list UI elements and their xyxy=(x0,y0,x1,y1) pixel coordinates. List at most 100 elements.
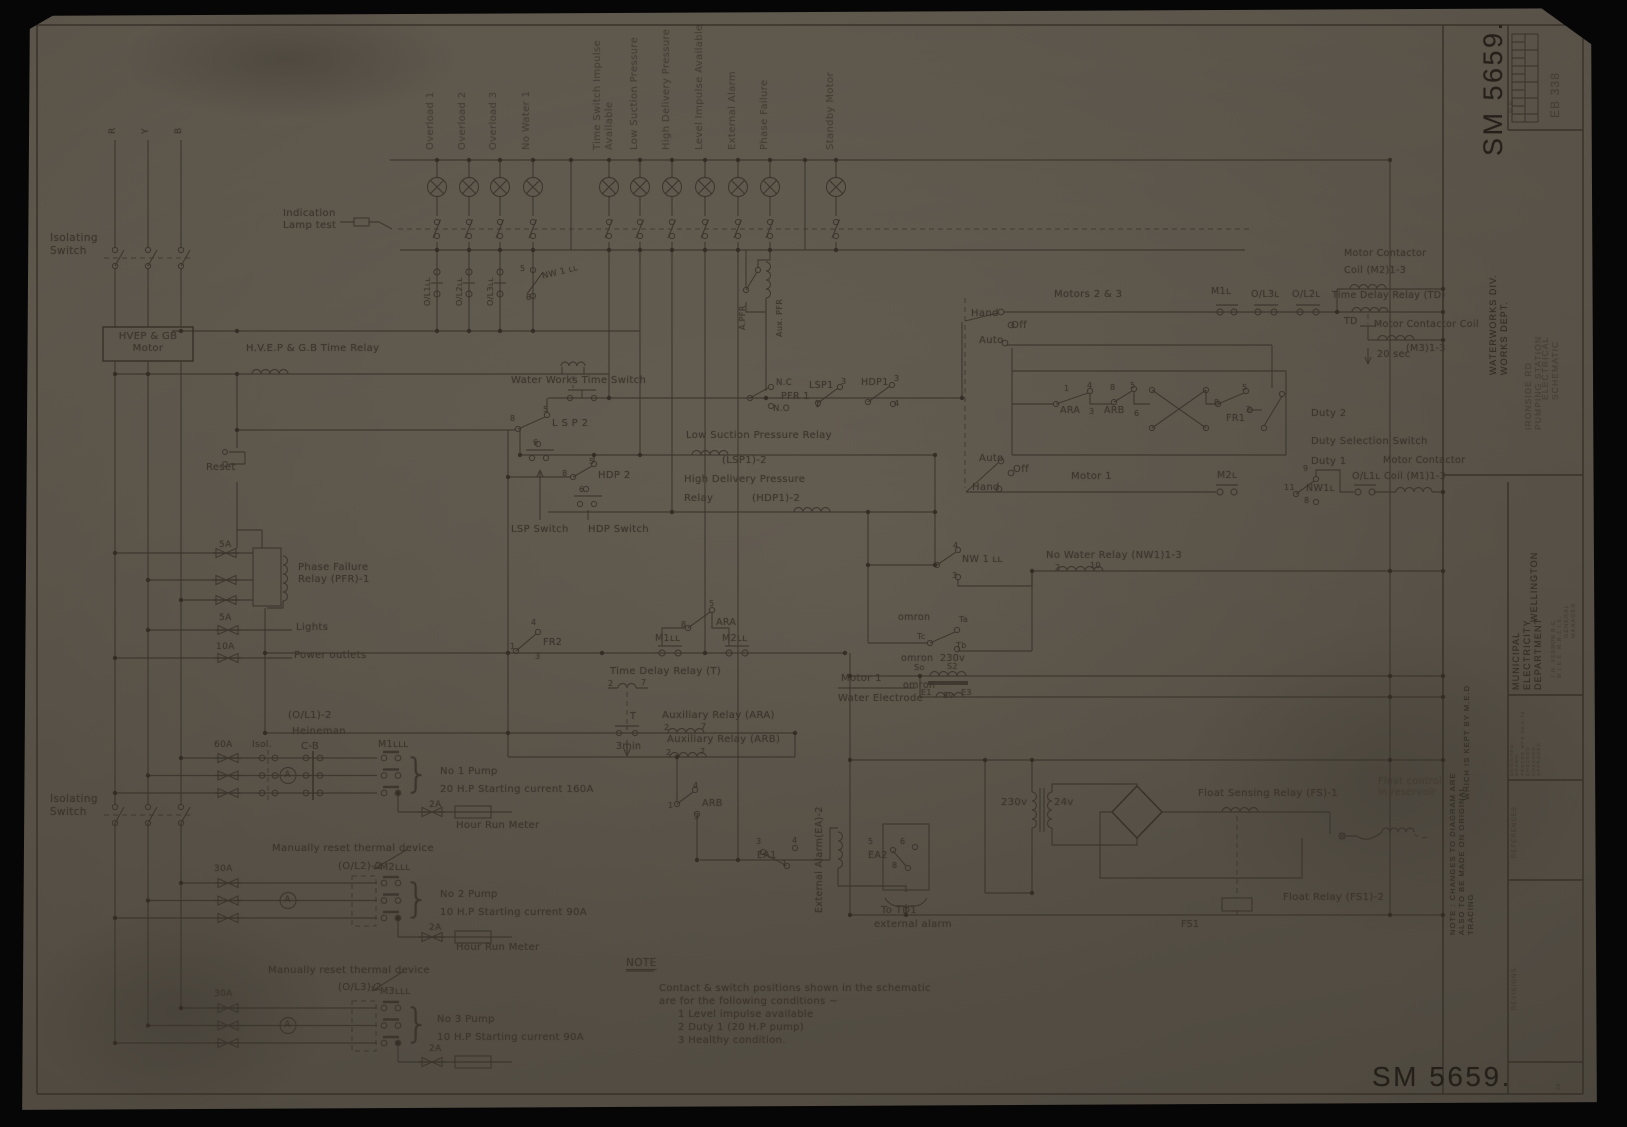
arb-contact: ARB xyxy=(702,798,723,809)
general-manager: GENERAL MANAGER xyxy=(1564,602,1577,638)
nw1l-11: 11 xyxy=(1284,483,1295,492)
aux-relay-arb: Auxiliary Relay (ARB) xyxy=(667,734,781,745)
electrode-8v: 8v xyxy=(943,691,954,700)
nw1ll-contact: NW 1 ʟʟ xyxy=(962,554,1003,565)
ol1-2: (O/L1)-2 xyxy=(288,710,332,721)
lsp-switch: LSP Switch xyxy=(511,524,569,535)
fr1-2: 2 xyxy=(1246,405,1252,414)
dss-4: 4 xyxy=(1087,381,1093,390)
pfr1-no: N.O xyxy=(773,404,790,414)
m1l-contact: M1ʟ xyxy=(1211,286,1232,297)
brace-3: } xyxy=(404,1001,430,1047)
fuse-2a-2: 2A xyxy=(429,923,442,933)
fuse-5a-lights: 5A xyxy=(219,613,232,623)
fr1-5: 5 xyxy=(1242,383,1248,392)
time-delay-relay-t: Time Delay Relay (T) xyxy=(610,666,722,677)
hdp2-contact: HDP 2 xyxy=(598,470,631,481)
drawing-number-top: SM 5659. xyxy=(1478,20,1508,156)
dss-8: 8 xyxy=(1110,383,1116,392)
hdp-relay-name-2: Relay xyxy=(684,493,714,504)
ara-upper-contact: ARA xyxy=(716,617,737,628)
motor-1-line: Motor 1 xyxy=(1071,471,1112,482)
electrode-e3: E3 xyxy=(961,688,972,697)
ea2-contact: EA2 xyxy=(868,850,888,861)
omron-3: omron xyxy=(903,680,936,691)
title-block-rows: DESIGNED DRAWN TRACED MFS 20.3.73 CHECKE… xyxy=(1509,710,1541,776)
m1-contactor: M1ʟʟʟ xyxy=(378,739,409,750)
hdp2-8: 8 xyxy=(562,469,568,478)
hdp1-3: 3 xyxy=(894,374,900,383)
motor-contactor-m1-1: Motor Contactor xyxy=(1383,455,1466,466)
hdp1-contact: HDP1 xyxy=(861,377,889,388)
references: REFERENCES xyxy=(1512,805,1518,858)
lamp-label-standby-motor: Standby Motor xyxy=(825,72,836,150)
pfr1-contact: PFR 1 xyxy=(781,391,810,402)
m3-1-3: (M3)1-3 xyxy=(1406,343,1446,354)
fuse-2a-3: 2A xyxy=(429,1044,442,1054)
lamp-label-low-suction: Low Suction Pressure xyxy=(629,36,640,150)
ara-upper-8: 8 xyxy=(681,620,687,629)
omron-s2: S2 xyxy=(947,662,958,671)
tdr-7: 7 xyxy=(641,678,647,687)
lamp-label-no-water-1: No Water 1 xyxy=(521,90,532,150)
omron-tc: Tc xyxy=(917,632,926,641)
dss-3: 3 xyxy=(1089,407,1095,416)
ea1-3: 3 xyxy=(756,837,762,846)
m2ll-contact: M2ʟʟ xyxy=(722,633,748,644)
note-line-2: are for the following conditions ~ xyxy=(659,996,838,1007)
drawing-number-bottom: SM 5659. xyxy=(1372,1061,1512,1092)
electrode-e1: E1 xyxy=(921,688,932,697)
fr1-contact: FR1 xyxy=(1226,413,1246,424)
nwr-10: 10 xyxy=(1090,561,1101,570)
ea1-4: 4 xyxy=(792,836,798,845)
brace-2: } xyxy=(404,876,430,922)
arb-4: 4 xyxy=(693,781,699,790)
junction-dots xyxy=(112,157,1446,1046)
xfmr-230v: 230v xyxy=(1001,797,1028,808)
aux-pfr-coil: Aux. PFR xyxy=(775,298,784,337)
hour-run-meter-1: Hour Run Meter xyxy=(456,820,540,831)
omron-ta: Ta xyxy=(959,615,969,624)
isolating-switch-2: Isolating Switch xyxy=(50,793,98,818)
hvep-motor: HVEP & GB Motor xyxy=(118,331,178,354)
lamp-label-overload-2: Overload 2 xyxy=(457,91,468,150)
nw1ll-3: 3 xyxy=(952,571,958,580)
m1ll-contact: M1ʟʟ xyxy=(655,633,681,644)
note-line-5: 3 Healthy condition. xyxy=(678,1035,786,1046)
hand-lower: Hand xyxy=(972,482,1000,493)
duty-selection-switch: Duty Selection Switch xyxy=(1311,436,1428,447)
float-sensing-relay: Float Sensing Relay (FS)-1 xyxy=(1198,788,1339,799)
cb: C-B xyxy=(301,741,320,752)
fr2-1: 1 xyxy=(510,642,516,651)
ruler-wn: W.N. xyxy=(1509,97,1515,113)
lsp2-5: 5 xyxy=(543,405,549,414)
pump3-rating: 10 H.P Starting current 90A xyxy=(437,1032,584,1043)
revisions: REVISIONS xyxy=(1512,967,1518,1010)
auto-lower: Auto xyxy=(979,453,1004,464)
xfmr-24v: 24v xyxy=(1054,797,1074,808)
external-alarm-coil: External Alarm(EA)-2 xyxy=(814,806,825,913)
to-td1-line2: external alarm xyxy=(874,919,952,930)
hdp2-6: 6 xyxy=(579,485,585,494)
motor-contactor-m1-2: O/L1ʟ Coil (M1)1-3 xyxy=(1352,471,1447,482)
dss-5: 5 xyxy=(1130,381,1136,390)
ammeter-a-2: A xyxy=(284,895,291,905)
m2l-contact: M2ʟ xyxy=(1217,470,1238,481)
fr1-8: 8 xyxy=(1214,398,1220,407)
float-relay: Float Relay (FS1)-2 xyxy=(1283,892,1385,903)
omron-so: So xyxy=(914,663,925,672)
oll1-contact: O/L1ʟʟ xyxy=(423,277,432,306)
m3-contactor: M3ʟʟʟ xyxy=(380,986,411,997)
arb-1: 1 xyxy=(668,801,674,810)
ara-coil-7: 7 xyxy=(701,722,707,731)
td-contact: TD xyxy=(1344,316,1358,327)
phase-b: B xyxy=(174,127,184,134)
nwr-2: 2 xyxy=(1055,563,1061,572)
isol: Isol. xyxy=(252,740,272,750)
dss-1: 1 xyxy=(1064,384,1070,393)
hdp-relay-name-1: High Delivery Pressure xyxy=(684,474,806,485)
aux-relay-ara: Auxiliary Relay (ARA) xyxy=(662,710,775,721)
hvep-time-relay: H.V.E.P & G.B Time Relay xyxy=(246,343,380,354)
